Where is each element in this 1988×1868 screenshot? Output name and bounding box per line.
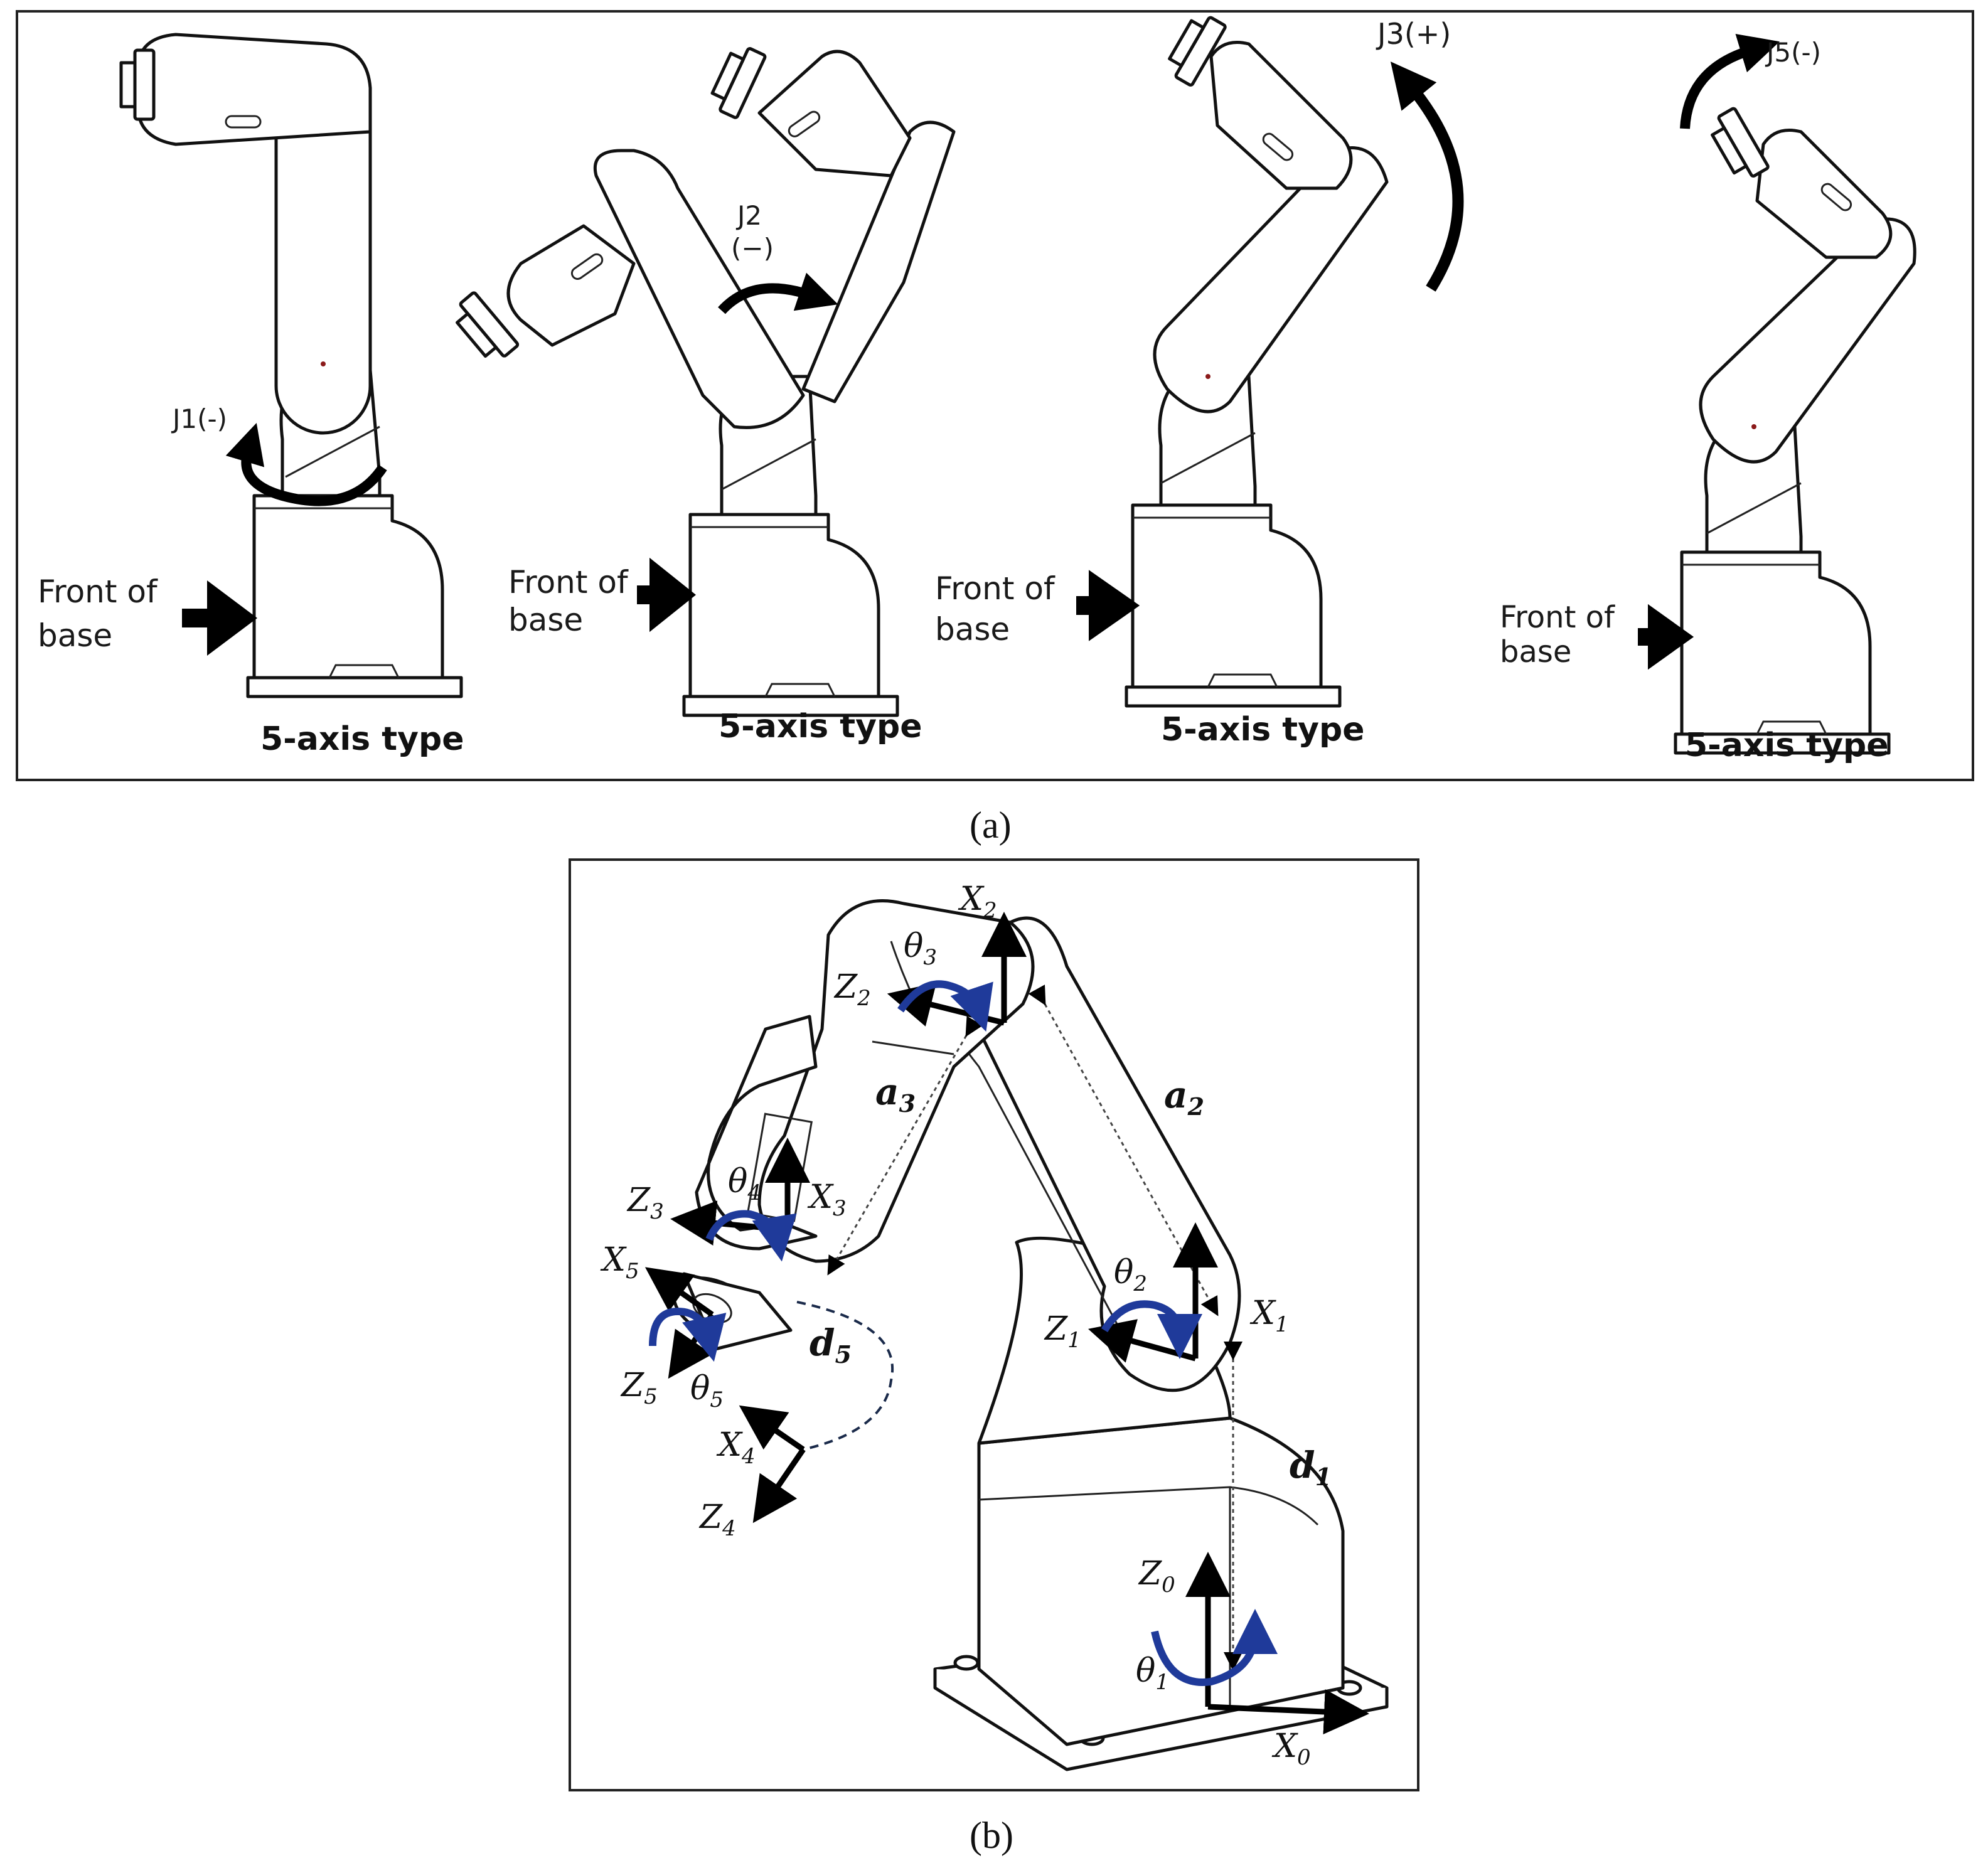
robot-1-base-label: base: [38, 617, 112, 654]
robot-4-base-label: base: [1500, 634, 1571, 670]
robot-1-front-arrow: [182, 580, 257, 656]
label-z3: Z3: [626, 1182, 664, 1224]
label-z4: Z4: [698, 1498, 736, 1541]
j3-rotation-arrow: [1390, 61, 1464, 292]
label-x5: X5: [600, 1241, 639, 1284]
robot-2-type-label: 5-axis type: [719, 708, 922, 745]
label-z1: Z1: [1044, 1310, 1081, 1353]
label-theta5: θ5: [690, 1370, 724, 1412]
robot-2-front-arrow: [637, 557, 697, 632]
robot-2-front-label: Front of: [508, 564, 629, 600]
label-theta4: θ4: [728, 1163, 761, 1205]
robot-3-illustration: [1126, 10, 1389, 706]
panel-a-frame: [16, 10, 1974, 781]
label-a2: a2: [1164, 1074, 1204, 1121]
robot-1-type-label: 5-axis type: [260, 720, 464, 758]
j1-rotation-arrow: [225, 423, 387, 506]
label-x2: X2: [958, 880, 997, 923]
frame-labels: Z0 X0 Z1 X1 Z2 X2 Z3 X3 Z4 X4 Z5 X5 θ1 θ…: [600, 880, 1332, 1770]
j3-label: J3(+): [1376, 17, 1451, 51]
robot-3-type-label: 5-axis type: [1161, 711, 1365, 749]
robot-3-base-label: base: [935, 611, 1010, 648]
robot-4-type-label: 5-axis type: [1685, 727, 1889, 764]
label-d5: d5: [810, 1321, 852, 1369]
robot-4-front-label: Front of: [1500, 600, 1615, 635]
joint-rotation-arrows: [649, 980, 1278, 1686]
j1-label: J1(-): [171, 403, 227, 434]
robot-1-illustration: [121, 33, 461, 696]
label-theta1: θ1: [1136, 1652, 1169, 1695]
label-z0: Z0: [1138, 1555, 1175, 1598]
label-z5: Z5: [620, 1367, 658, 1409]
j2-sign-label: (−): [731, 233, 774, 264]
label-x4: X4: [716, 1426, 756, 1469]
label-x0: X0: [1271, 1727, 1311, 1770]
robot-3-front-label: Front of: [935, 570, 1055, 607]
panel-a-caption: (a): [970, 804, 1012, 846]
label-x1: X1: [1249, 1294, 1289, 1337]
label-theta2: θ2: [1114, 1254, 1147, 1296]
robot-4-front-arrow: [1638, 604, 1694, 670]
label-a3: a3: [875, 1070, 916, 1118]
robot-4-illustration: [1675, 108, 1916, 753]
j2-label: J2: [735, 200, 762, 231]
robot-3-front-arrow: [1076, 570, 1140, 641]
robot-2-illustration: [449, 42, 956, 715]
panel-b-frame: [569, 858, 1419, 1791]
label-theta3: θ3: [904, 927, 937, 970]
panel-b-caption: (b): [970, 1815, 1013, 1856]
robot-1-front-label: Front of: [38, 574, 158, 610]
j2-rotation-arrow: [718, 272, 838, 314]
label-z2: Z2: [833, 968, 871, 1011]
robot-kinematic-illustration: [672, 899, 1389, 1771]
j5-label: J5(-): [1765, 37, 1821, 68]
robot-2-base-label: base: [508, 602, 583, 638]
label-d1: d1: [1290, 1444, 1332, 1491]
j5-rotation-arrow: [1680, 33, 1780, 129]
label-x3: X3: [807, 1178, 847, 1221]
